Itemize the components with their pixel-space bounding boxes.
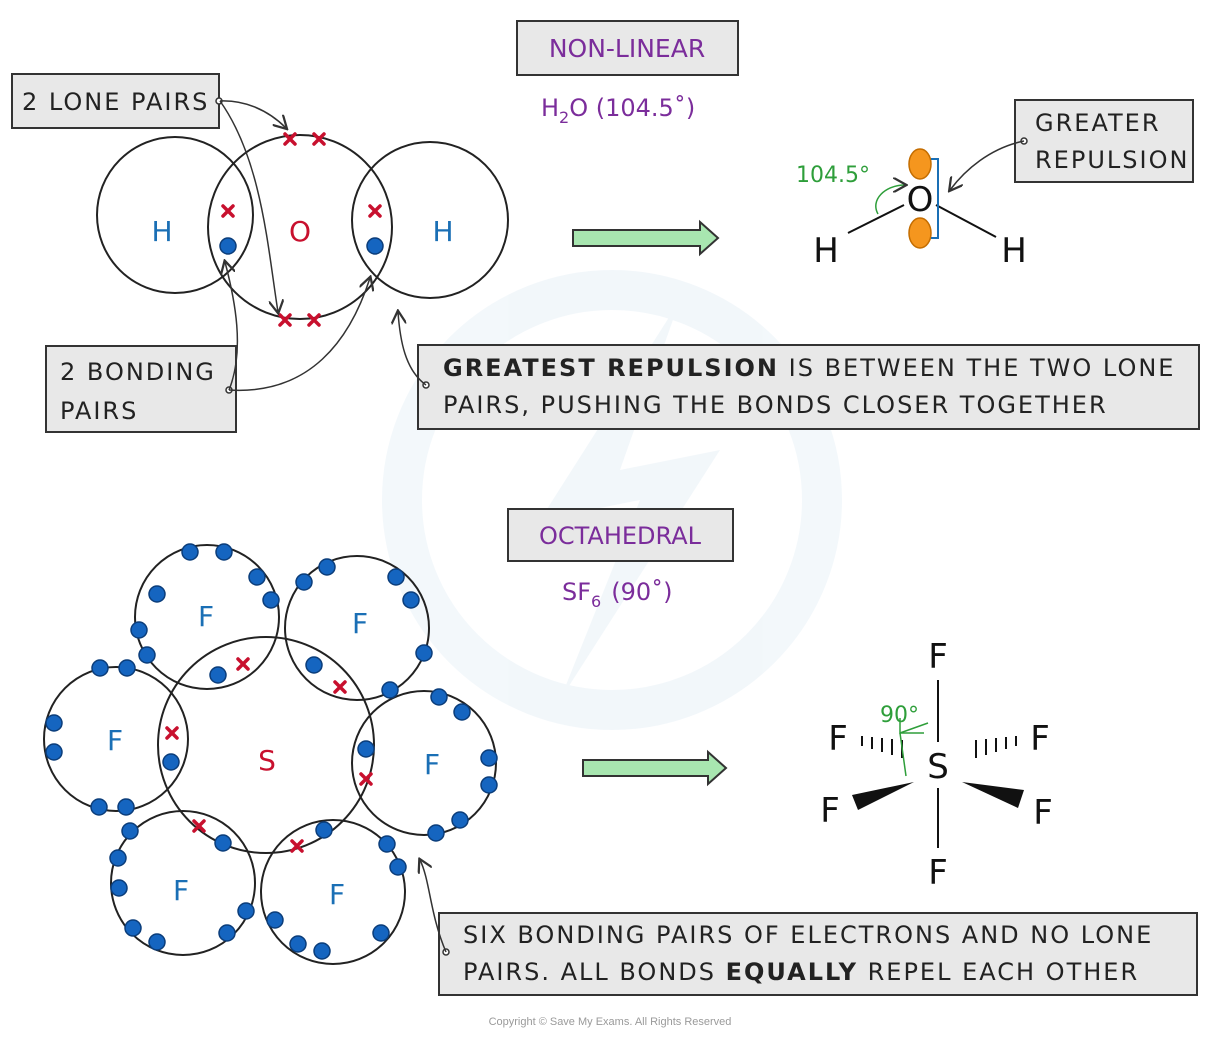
struct-o: O [907,180,934,220]
lone-pairs-callout [11,73,220,129]
copyright-notice: Copyright © Save My Exams. All Rights Re… [489,1016,732,1028]
sf6-explain-2: PAIRS. ALL BONDS EQUALLY REPEL EACH OTHE… [463,958,1139,986]
bonding-pairs-label-2: PAIRS [60,397,138,425]
h2o-section: NON-LINEAR H2O (104.5˚) H O H 2 LONE PAI… [11,20,1200,433]
sf6-explain-1: SIX BONDING PAIRS OF ELECTRONS AND NO LO… [463,921,1153,949]
h2o-angle: 104.5° [796,163,870,188]
h2o-explanation-box [417,344,1200,430]
o-shell [207,134,393,320]
sf6-struct-s: S [927,747,949,787]
sf6-f-symbol-1: F [198,600,214,633]
sf6-explanation-box [438,912,1198,996]
sf6-shape-box [507,508,734,562]
sf6-angle: 90° [880,703,919,728]
sf6-struct-f-bottom: F [928,853,948,893]
lone-pairs-label: 2 LONE PAIRS [22,88,209,116]
h-left-shell [96,136,254,294]
h2o-formula: H2O (104.5˚) [541,94,695,127]
sf6-struct-f-top: F [928,637,948,677]
sf6-f-symbol-5: F [173,874,189,907]
sf6-s-symbol: S [258,744,276,777]
h2o-structure: O H H 104.5° [796,148,1027,271]
greater-repulsion-2: REPULSION [1035,146,1189,174]
sf6-struct-f-right: F [1030,719,1050,759]
greater-repulsion-1: GREATER [1035,109,1161,137]
h2o-shape-box [516,20,739,76]
sf6-structure: S F F F F F F 90° [820,637,1053,893]
bonding-pairs-callout [45,345,237,433]
sf6-arrow [582,749,728,787]
sf6-f-symbol-2: F [352,607,368,640]
sf6-section: OCTAHEDRAL SF6(90˚) S F F F F F F [43,508,1198,996]
h-right-symbol: H [432,215,453,248]
h2o-arrow [572,219,720,257]
h2o-shape-label: NON-LINEAR [549,34,705,63]
h-left-symbol: H [151,215,172,248]
sf6-formula: SF6(90˚) [562,578,673,611]
h2o-explain-2: PAIRS, PUSHING THE BONDS CLOSER TOGETHER [443,391,1108,419]
watermark-logo [382,270,842,730]
sf6-f-symbol-4: F [424,748,440,781]
sf6-struct-f-lower-left: F [820,791,840,831]
sf6-struct-f-lower-right: F [1033,793,1053,833]
h-right-shell [351,141,509,299]
bonding-pairs-label-1: 2 BONDING [60,358,216,386]
sf6-f-symbol-6: F [329,878,345,911]
struct-h-left: H [813,231,839,271]
sf6-f-symbol-3: F [107,724,123,757]
sf6-struct-f-left: F [828,719,848,759]
struct-h-right: H [1001,231,1027,271]
greater-repulsion-callout [1014,99,1194,183]
sf6-shape-label: OCTAHEDRAL [539,522,702,550]
o-symbol: O [289,215,311,248]
h2o-explain-1: GREATEST REPULSION IS BETWEEN THE TWO LO… [443,354,1175,382]
